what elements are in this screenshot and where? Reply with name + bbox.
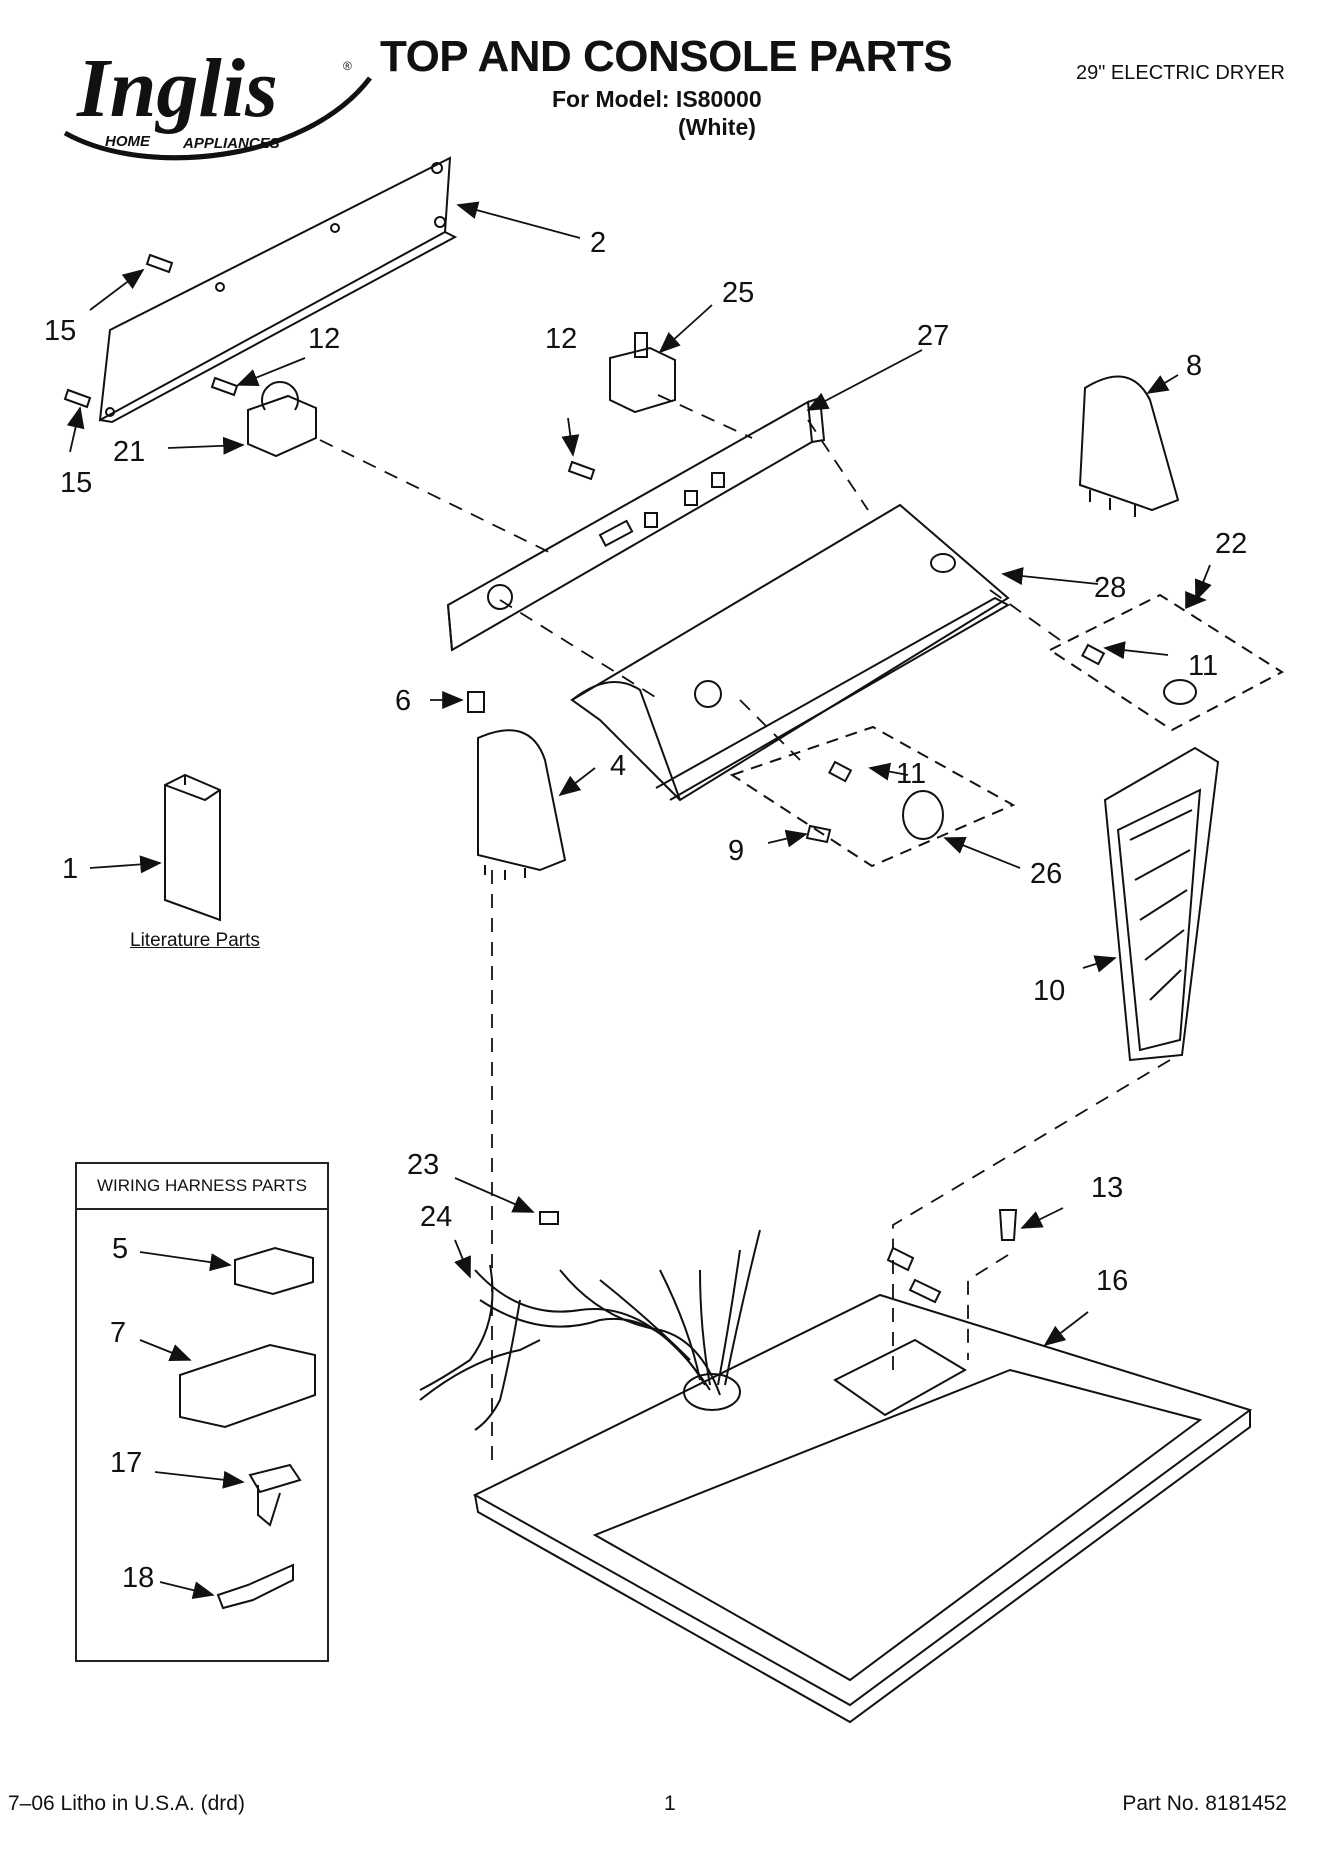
callout-13: 13: [1091, 1172, 1123, 1204]
brand-tagline-home: HOME: [105, 133, 151, 150]
callout-5: 5: [112, 1233, 128, 1265]
callout-4: 4: [610, 750, 626, 782]
callout-17: 17: [110, 1447, 142, 1479]
callout-2: 2: [590, 227, 606, 259]
callout-8: 8: [1186, 350, 1202, 382]
part-17-clip: [248, 1463, 302, 1527]
part-23-clip: [539, 1211, 559, 1225]
part-4-end-cap-left: [477, 729, 567, 872]
callout-15-top: 15: [44, 315, 76, 347]
callout-18: 18: [122, 1562, 154, 1594]
callout-1: 1: [62, 853, 78, 885]
callout-23: 23: [407, 1149, 439, 1181]
part-21-timer: [247, 394, 317, 458]
callout-28: 28: [1094, 572, 1126, 604]
callout-24: 24: [420, 1201, 452, 1233]
wiring-harness-box-title: WIRING HARNESS PARTS: [77, 1164, 327, 1210]
page-title: TOP AND CONSOLE PARTS: [380, 32, 953, 81]
part-8-end-cap-right: [1078, 375, 1180, 512]
callout-12-left: 12: [308, 323, 340, 355]
brand-name: Inglis: [76, 42, 278, 135]
part-15-screw-top: [145, 253, 174, 274]
callout-22: 22: [1215, 528, 1247, 560]
callout-10: 10: [1033, 975, 1065, 1007]
svg-text:®: ®: [343, 59, 352, 73]
part-number: Part No. 8181452: [1122, 1792, 1287, 1815]
callout-26: 26: [1030, 858, 1062, 890]
callout-16: 16: [1096, 1265, 1128, 1297]
model-number: For Model: IS80000: [552, 86, 762, 112]
part-12-screw-right: [567, 460, 596, 481]
callout-11-right: 11: [1188, 650, 1218, 682]
part-1-literature: [164, 773, 221, 922]
callout-25: 25: [722, 277, 754, 309]
callout-27: 27: [917, 320, 949, 352]
brand-logo: Inglis ® HOME APPLIANCES: [55, 38, 375, 163]
page-number: 1: [664, 1792, 676, 1815]
callout-12-right: 12: [545, 323, 577, 355]
callout-6: 6: [395, 685, 411, 717]
wiring-harness-parts-box: WIRING HARNESS PARTS: [75, 1162, 329, 1662]
callout-9: 9: [728, 835, 744, 867]
callout-21: 21: [113, 436, 145, 468]
part-9-screw: [805, 824, 832, 844]
model-color: (White): [678, 114, 756, 140]
part-5-connector: [234, 1246, 314, 1296]
part-6-screw: [467, 691, 485, 713]
part-13-screw: [998, 1209, 1018, 1241]
part-10-lint-screen: [1103, 746, 1220, 1062]
part-15-screw-bottom: [63, 388, 92, 409]
part-2-back-panel: [98, 156, 452, 422]
litho-note: 7–06 Litho in U.S.A. (drd): [8, 1792, 245, 1815]
part-26-knob-kit: [729, 725, 1016, 868]
brand-tagline-appliances: APPLIANCES: [182, 135, 280, 152]
callout-11-left: 11: [896, 758, 926, 790]
callout-7: 7: [110, 1317, 126, 1349]
part-18-terminal: [216, 1563, 294, 1610]
part-12-screw-left: [210, 376, 239, 397]
product-type: 29" ELECTRIC DRYER: [1075, 62, 1285, 84]
part-7-terminal-block: [179, 1343, 316, 1429]
callout-15-bottom: 15: [60, 467, 92, 499]
part-16-dryer-top: [472, 1293, 1253, 1707]
literature-parts-label: Literature Parts: [130, 930, 260, 951]
part-22-knob-kit: [1047, 593, 1284, 732]
